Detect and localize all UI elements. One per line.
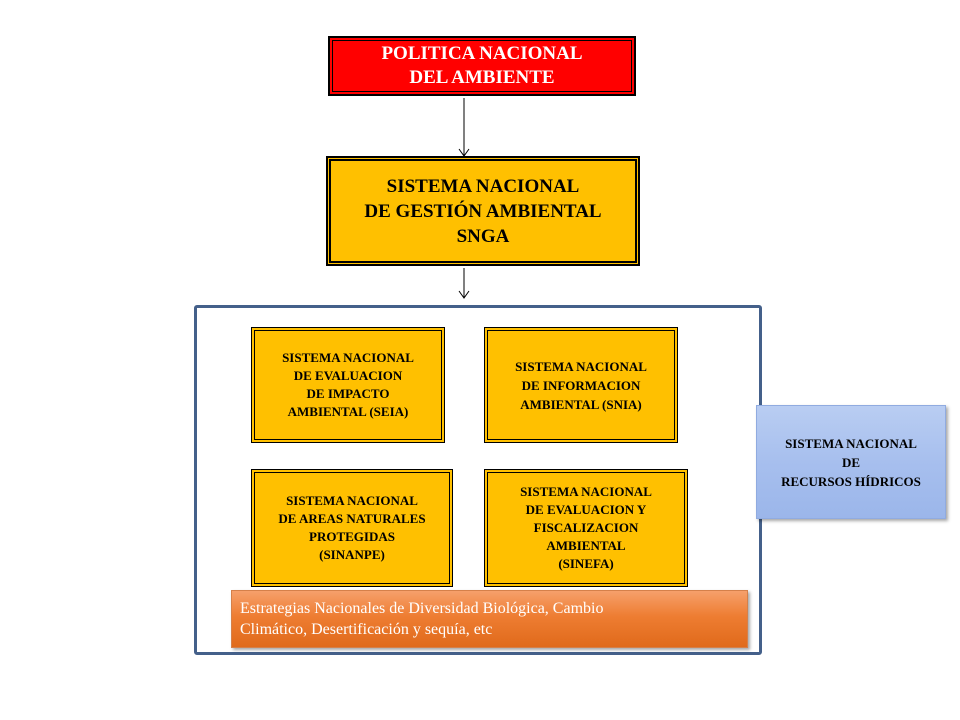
sinefa-box: SISTEMA NACIONAL DE EVALUACION Y FISCALI…	[484, 469, 688, 587]
sinefa-line-4: AMBIENTAL	[546, 538, 626, 553]
estrategias-line-2: Climático, Desertificación y sequía, etc	[240, 621, 493, 638]
snga-box: SISTEMA NACIONAL DE GESTIÓN AMBIENTAL SN…	[326, 156, 640, 266]
snga-line-1: SISTEMA NACIONAL	[386, 175, 580, 197]
seia-line-3: DE IMPACTO	[306, 386, 390, 401]
sinanpe-line-1: SISTEMA NACIONAL	[286, 493, 418, 508]
sinefa-line-3: FISCALIZACION	[533, 520, 639, 535]
politica-nacional-box: POLITICA NACIONAL DEL AMBIENTE	[328, 36, 636, 96]
snia-line-3: AMBIENTAL (SNIA)	[520, 396, 642, 412]
sinanpe-line-3: PROTEGIDAS	[309, 529, 395, 544]
estrategias-line-1: Estrategias Nacionales de Diversidad Bio…	[240, 600, 604, 617]
estrategias-box: Estrategias Nacionales de Diversidad Bio…	[231, 590, 748, 648]
snia-line-1: SISTEMA NACIONAL	[515, 358, 647, 374]
sinanpe-line-2: DE AREAS NATURALES	[278, 511, 426, 526]
seia-line-2: DE EVALUACION	[293, 368, 403, 383]
sinanpe-box: SISTEMA NACIONAL DE AREAS NATURALES PROT…	[251, 469, 453, 587]
sinefa-line-2: DE EVALUACION Y	[525, 502, 647, 517]
recursos-line-2: DE	[841, 454, 861, 470]
seia-line-1: SISTEMA NACIONAL	[282, 350, 414, 365]
snga-line-2: DE GESTIÓN AMBIENTAL	[364, 200, 602, 222]
seia-box: SISTEMA NACIONAL DE EVALUACION DE IMPACT…	[251, 327, 445, 443]
recursos-line-1: SISTEMA NACIONAL	[785, 435, 917, 451]
sinefa-line-5: (SINEFA)	[558, 556, 614, 571]
seia-line-4: AMBIENTAL (SEIA)	[287, 404, 409, 419]
sinefa-line-1: SISTEMA NACIONAL	[520, 484, 652, 499]
arrow-down-1	[458, 98, 470, 157]
recursos-line-3: RECURSOS HÍDRICOS	[781, 473, 921, 489]
arrow-down-2	[458, 268, 470, 299]
recursos-hidricos-box: SISTEMA NACIONAL DE RECURSOS HÍDRICOS	[756, 405, 946, 519]
politica-nacional-line-1: POLITICA NACIONAL	[381, 43, 583, 64]
snia-box: SISTEMA NACIONAL DE INFORMACION AMBIENTA…	[484, 327, 678, 443]
snga-line-3: SNGA	[456, 225, 510, 247]
politica-nacional-line-2: DEL AMBIENTE	[409, 67, 555, 88]
sinanpe-line-4: (SINANPE)	[319, 547, 385, 562]
snia-line-2: DE INFORMACION	[521, 377, 641, 393]
